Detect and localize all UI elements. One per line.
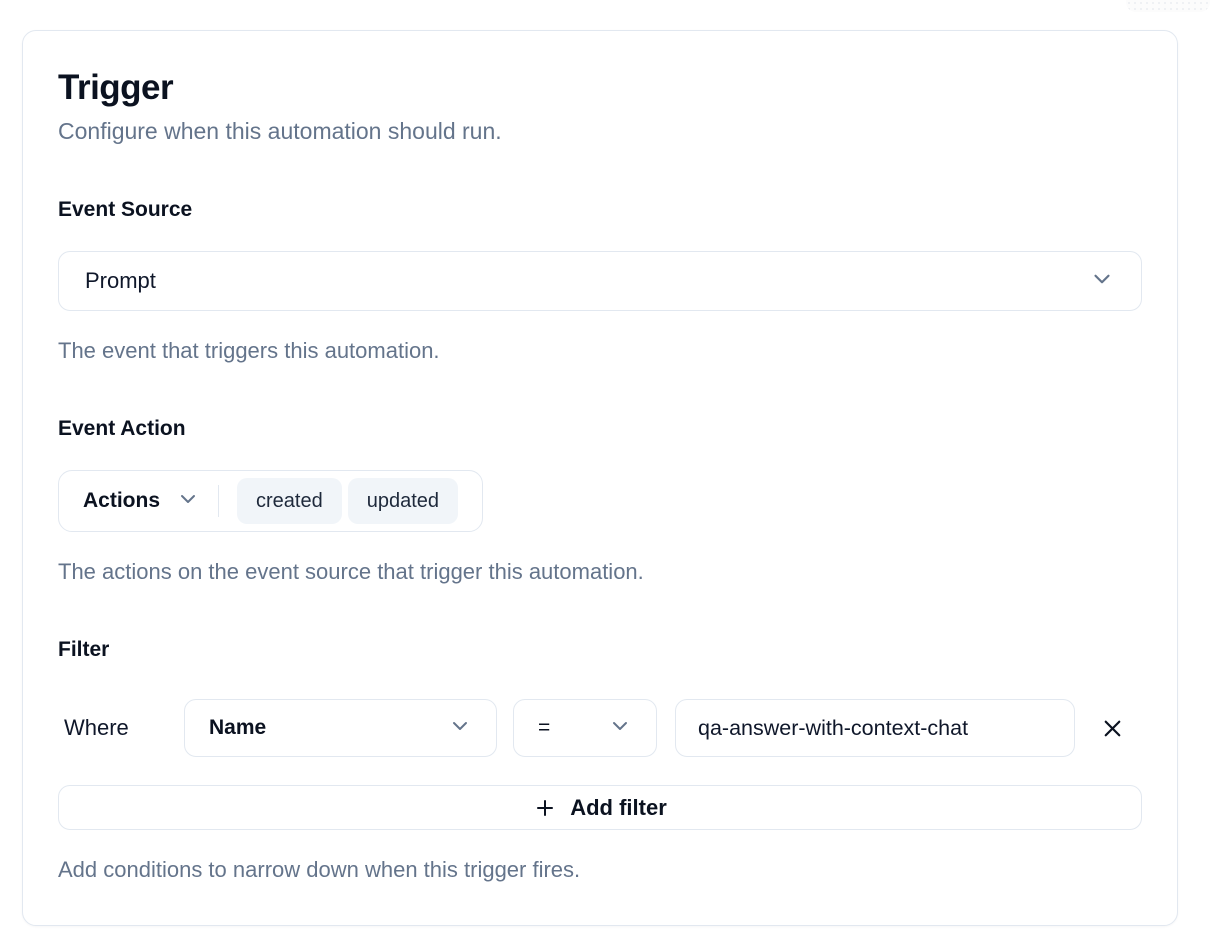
page-title: Trigger (58, 68, 174, 107)
actions-dropdown-label: Actions (83, 489, 161, 512)
event-source-label: Event Source (58, 198, 193, 221)
remove-filter-button[interactable] (1095, 711, 1129, 745)
action-tag-updated[interactable]: updated (347, 478, 459, 524)
where-label: Where (64, 715, 129, 740)
add-filter-button[interactable]: Add filter (58, 785, 1142, 830)
add-filter-label: Add filter (570, 794, 667, 820)
event-action-section: Event Action Actions created updated The… (58, 416, 1142, 587)
chevron-down-icon (608, 714, 632, 743)
actions-dropdown[interactable]: Actions (83, 487, 200, 516)
trigger-card: Trigger Configure when this automation s… (22, 30, 1178, 926)
event-action-label: Event Action (58, 417, 186, 440)
plus-icon (533, 796, 557, 820)
filter-field-select[interactable]: Name (184, 699, 497, 757)
event-source-selected-value: Prompt (85, 268, 156, 293)
filter-condition-row: Where Name = (58, 699, 1142, 757)
chevron-down-icon (176, 487, 200, 516)
chevron-down-icon (1089, 266, 1115, 297)
event-action-box: Actions created updated (58, 470, 484, 532)
cropped-element-artifact (1126, 0, 1210, 12)
filter-helper: Add conditions to narrow down when this … (58, 857, 581, 882)
filter-operator-selected-value: = (538, 716, 551, 739)
filter-field-selected-value: Name (209, 716, 267, 739)
page-subtitle: Configure when this automation should ru… (58, 118, 502, 144)
filter-label: Filter (58, 638, 110, 661)
x-icon (1099, 715, 1126, 742)
event-source-select[interactable]: Prompt (58, 251, 1142, 311)
event-action-helper: The actions on the event source that tri… (58, 559, 644, 584)
action-tag-created[interactable]: created (237, 478, 342, 524)
event-source-helper: The event that triggers this automation. (58, 338, 440, 363)
filter-operator-select[interactable]: = (513, 699, 657, 757)
vertical-divider (218, 485, 220, 517)
filter-value-input[interactable] (675, 699, 1075, 757)
filter-section: Filter Where Name = (58, 637, 1142, 885)
chevron-down-icon (448, 714, 472, 743)
event-source-section: Event Source Prompt The event that trigg… (58, 197, 1142, 366)
